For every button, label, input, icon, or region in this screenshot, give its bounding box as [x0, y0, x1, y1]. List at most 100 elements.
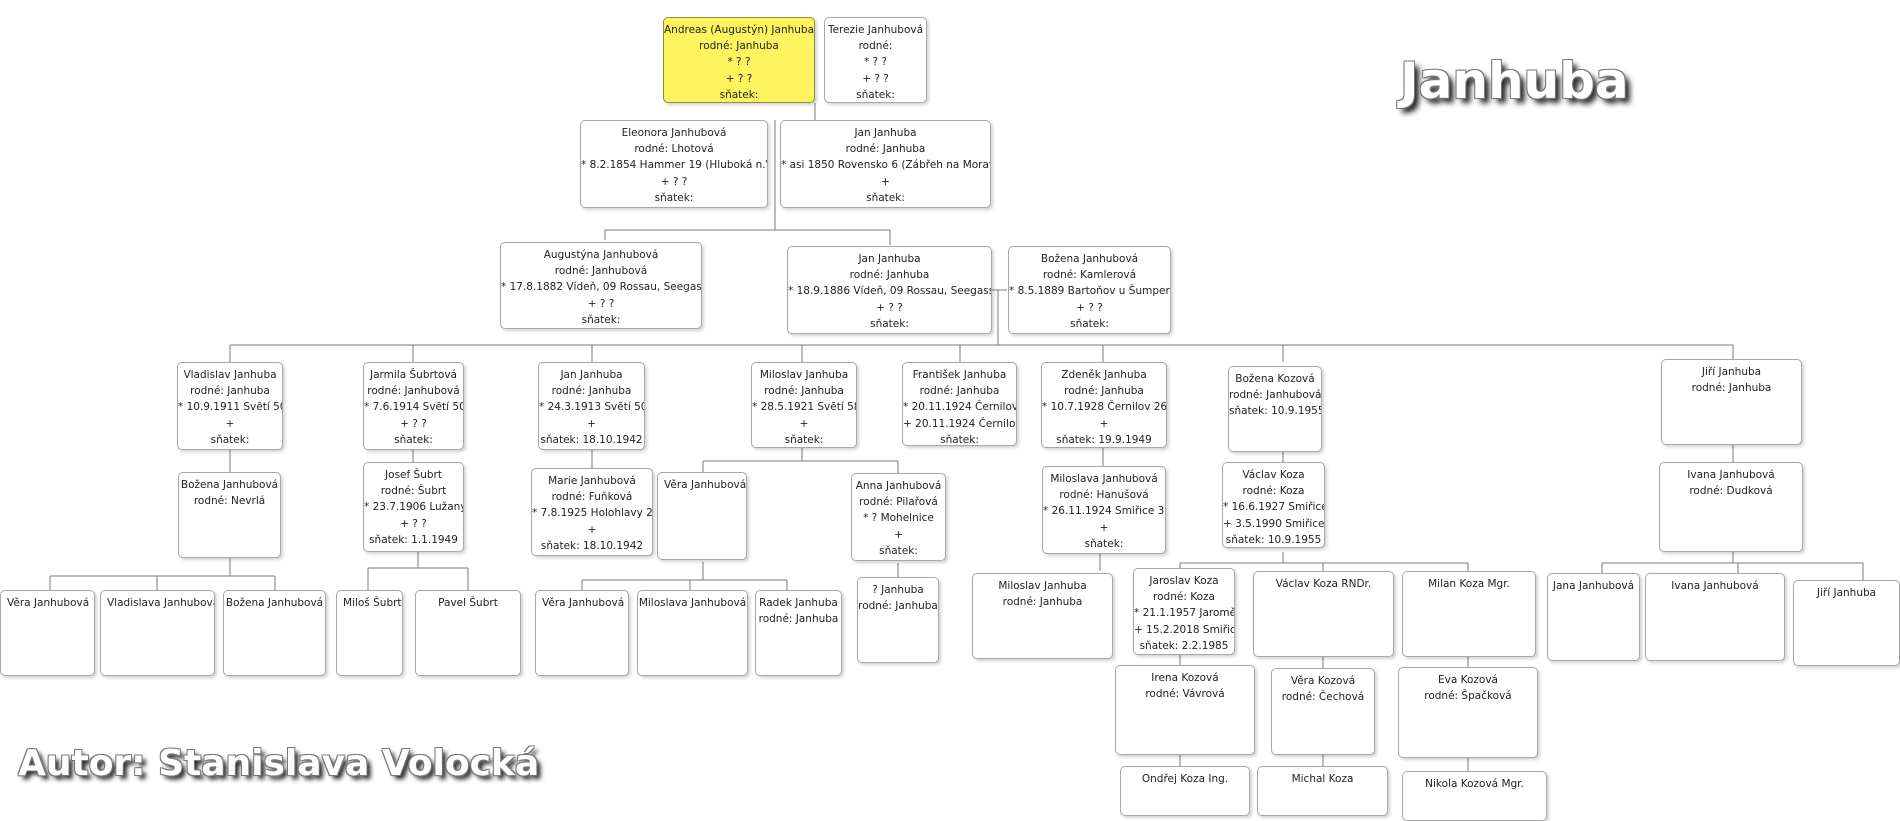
person-detail: rodné: Janhuba [1691, 382, 1772, 395]
person-card[interactable]: Ondřej Koza Ing. [1120, 766, 1250, 816]
person-card[interactable]: Milan Koza Mgr. [1402, 571, 1536, 657]
person-detail: * ? ? [727, 56, 751, 69]
person-detail: rodné: Janhuba [758, 613, 839, 626]
person-detail: * ? Mohelnice [863, 512, 934, 525]
person-card[interactable]: Božena Janhubová rodné: Nevrlá [178, 472, 281, 558]
person-card[interactable]: Věra Janhubová [535, 590, 629, 676]
person-detail: + ? ? [400, 417, 427, 430]
person-detail: * 18.9.1886 Vídeň, 09 Rossau, Seegasse [788, 285, 992, 298]
person-detail: rodné: Koza [1242, 485, 1305, 498]
person-card[interactable]: Ivana Janhubová [1645, 573, 1785, 661]
person-name: Jana Janhubová [1552, 580, 1635, 592]
person-detail: sňatek: [940, 433, 979, 446]
person-detail: rodné: Janhuba [764, 385, 844, 398]
person-name: Václav Koza RNDr. [1275, 578, 1372, 590]
person-detail: * 8.5.1889 Bartoňov u Šumperka [1009, 285, 1171, 298]
person-detail: + 3.5.1990 Smiřice [1223, 517, 1325, 530]
person-card[interactable]: Jiří Janhuba [1793, 580, 1900, 666]
person-detail: * 24.3.1913 Svētí 50 [539, 401, 645, 414]
person-name: Věra Janhubová [7, 597, 90, 609]
person-card[interactable]: Miloslava Janhubová [637, 590, 748, 676]
person-detail: rodné: Janhuba [1002, 596, 1083, 609]
person-name: Vladislav Janhuba [183, 369, 277, 381]
person-card[interactable]: Pavel Šubrt [415, 590, 521, 676]
person-name: Andreas (Augustýn) Janhuba [664, 24, 815, 36]
connector [1179, 755, 1469, 771]
person-card[interactable]: Vladislava Janhubová [100, 590, 215, 676]
person-name: Nikola Kozová Mgr. [1425, 778, 1524, 790]
person-name: Jan Janhuba [858, 253, 921, 265]
person-detail: rodné: Nevrlá [193, 495, 266, 508]
connector [229, 290, 1734, 362]
connector [702, 448, 899, 473]
person-card[interactable]: Jana Janhubová [1547, 573, 1640, 661]
person-detail: rodné: Janhuba [551, 385, 632, 398]
person-detail: * 21.1.1957 Jaroměř [1134, 607, 1235, 620]
person-name: Augustýna Janhubová [543, 249, 659, 261]
person-detail: + 20.11.1924 Černilov [903, 417, 1017, 430]
person-name: Miloslav Janhuba [998, 580, 1087, 592]
person-card[interactable]: Andreas (Augustýn) Janhuba rodné: Janhuba… [663, 17, 815, 103]
person-detail: * 10.7.1928 Černilov 263 [1042, 401, 1167, 414]
person-detail: + ? ? [862, 72, 889, 85]
connector-lines [49, 103, 1864, 771]
person-name: Vladislava Janhubová [107, 597, 215, 609]
person-detail: rodné: Janhubová [1229, 389, 1322, 402]
person-name: Ondřej Koza Ing. [1141, 773, 1229, 785]
person-name: Václav Koza [1242, 469, 1305, 481]
person-detail: sňatek: [394, 433, 433, 446]
person-detail: sňatek: 2.2.1985 [1139, 639, 1229, 652]
person-card[interactable]: Věra Janhubová [657, 472, 747, 560]
person-detail: rodné: Dudková [1689, 485, 1773, 498]
person-card[interactable]: Václav Koza RNDr. [1253, 571, 1394, 657]
person-card[interactable]: Michal Koza [1257, 766, 1388, 816]
person-detail: + ? ? [876, 301, 903, 314]
person-detail: sňatek: [856, 88, 895, 101]
person-card[interactable]: Miloslav Janhuba rodné: Janhuba [972, 573, 1113, 659]
person-name: Terezie Janhubová [827, 24, 924, 36]
person-detail: sňatek: [581, 313, 621, 326]
person-card[interactable]: Božena Janhubová [223, 590, 326, 676]
person-card[interactable]: Miloš Šubrt [336, 590, 403, 676]
person-name: Božena Kozová [1235, 373, 1315, 385]
person-card[interactable]: Nikola Kozová Mgr. [1402, 771, 1547, 821]
connector [1179, 655, 1469, 668]
connector [604, 190, 891, 245]
person-detail: sňatek: 19.9.1949 [1056, 433, 1152, 446]
person-name: Miloslava Janhubová [638, 597, 747, 609]
person-name: Božena Janhubová [180, 479, 279, 491]
author-credit: Autor: Stanislava Volocká [18, 743, 540, 784]
person-detail: rodné: Janhuba [699, 40, 779, 53]
person-name: Věra Janhubová [542, 597, 625, 609]
person-detail: * 20.11.1924 Černilov [903, 401, 1017, 414]
person-card[interactable]: Věra Janhubová [0, 590, 95, 676]
person-detail: rodné: Vávrová [1145, 688, 1225, 701]
person-detail: sňatek: [870, 317, 909, 330]
